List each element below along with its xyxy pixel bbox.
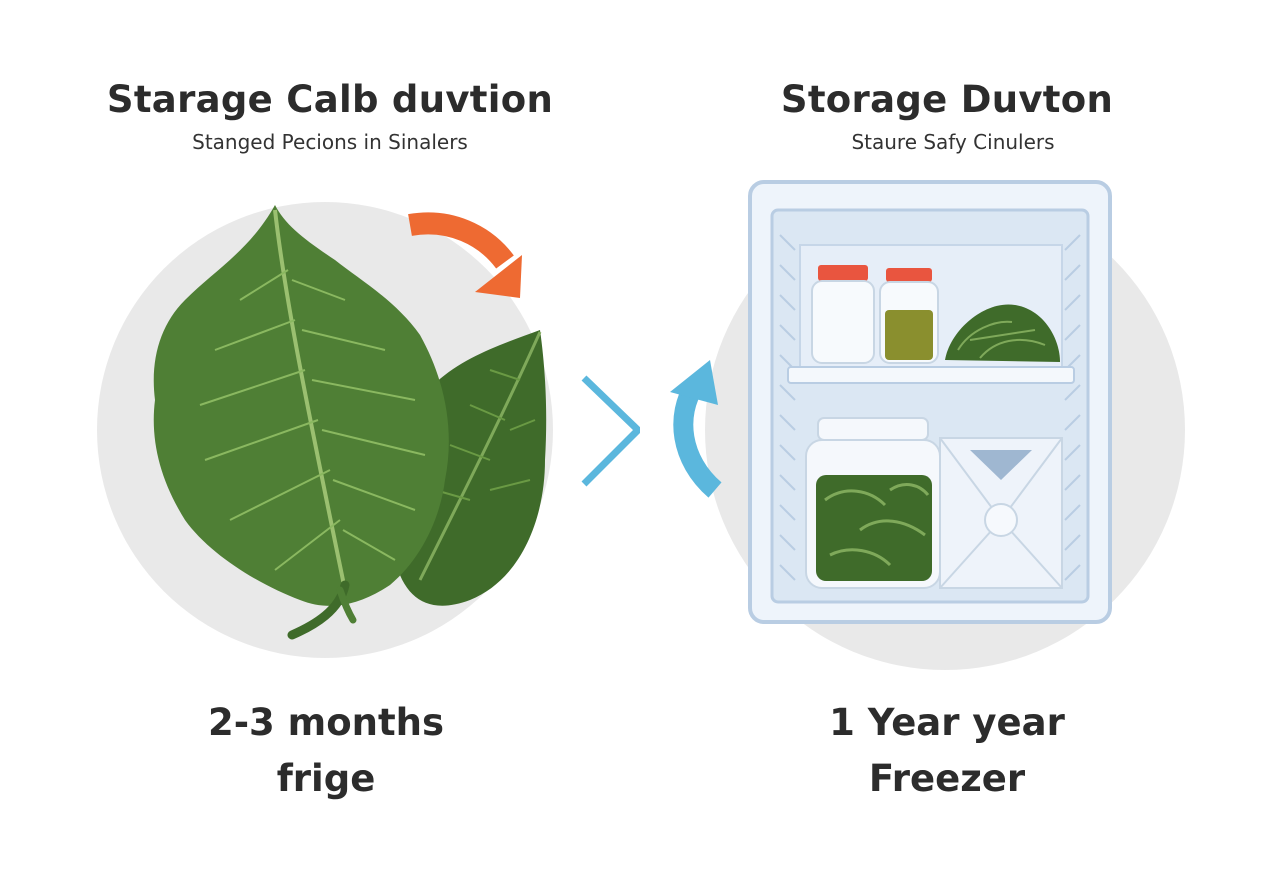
freezer-location: Freezer <box>868 757 1026 800</box>
leaf-jar-icon <box>805 417 941 589</box>
leaf-pile-icon <box>945 304 1060 362</box>
fridge-panel: Starage Calb duvtion Stanged Pecions in … <box>97 78 640 800</box>
freezer-bag-icon <box>939 437 1063 589</box>
freezer-title: Storage Duvton <box>780 78 1114 121</box>
pesto-jar-icon <box>879 268 939 364</box>
freezer-panel: Storage Duvton Staure Safy Cinulers <box>640 0 1280 896</box>
fridge-location: frige <box>276 757 376 800</box>
freezer-shelf <box>787 366 1075 384</box>
chevron-right-icon <box>581 375 640 487</box>
fridge-duration: 2-3 months <box>207 701 445 744</box>
front-leaf-icon <box>153 205 449 640</box>
orange-arrow-icon <box>408 212 522 298</box>
freezer-illustration <box>670 180 1185 670</box>
fridge-title: Starage Calb duvtion <box>106 78 554 121</box>
freezer-subtitle: Staure Safy Cinulers <box>851 130 1055 154</box>
blue-arrow-icon <box>670 360 722 498</box>
freezer-duration: 1 Year year <box>829 701 1065 744</box>
empty-jar-icon <box>811 265 875 364</box>
fridge-subtitle: Stanged Pecions in Sinalers <box>192 130 468 154</box>
leaf-illustration <box>97 202 640 658</box>
